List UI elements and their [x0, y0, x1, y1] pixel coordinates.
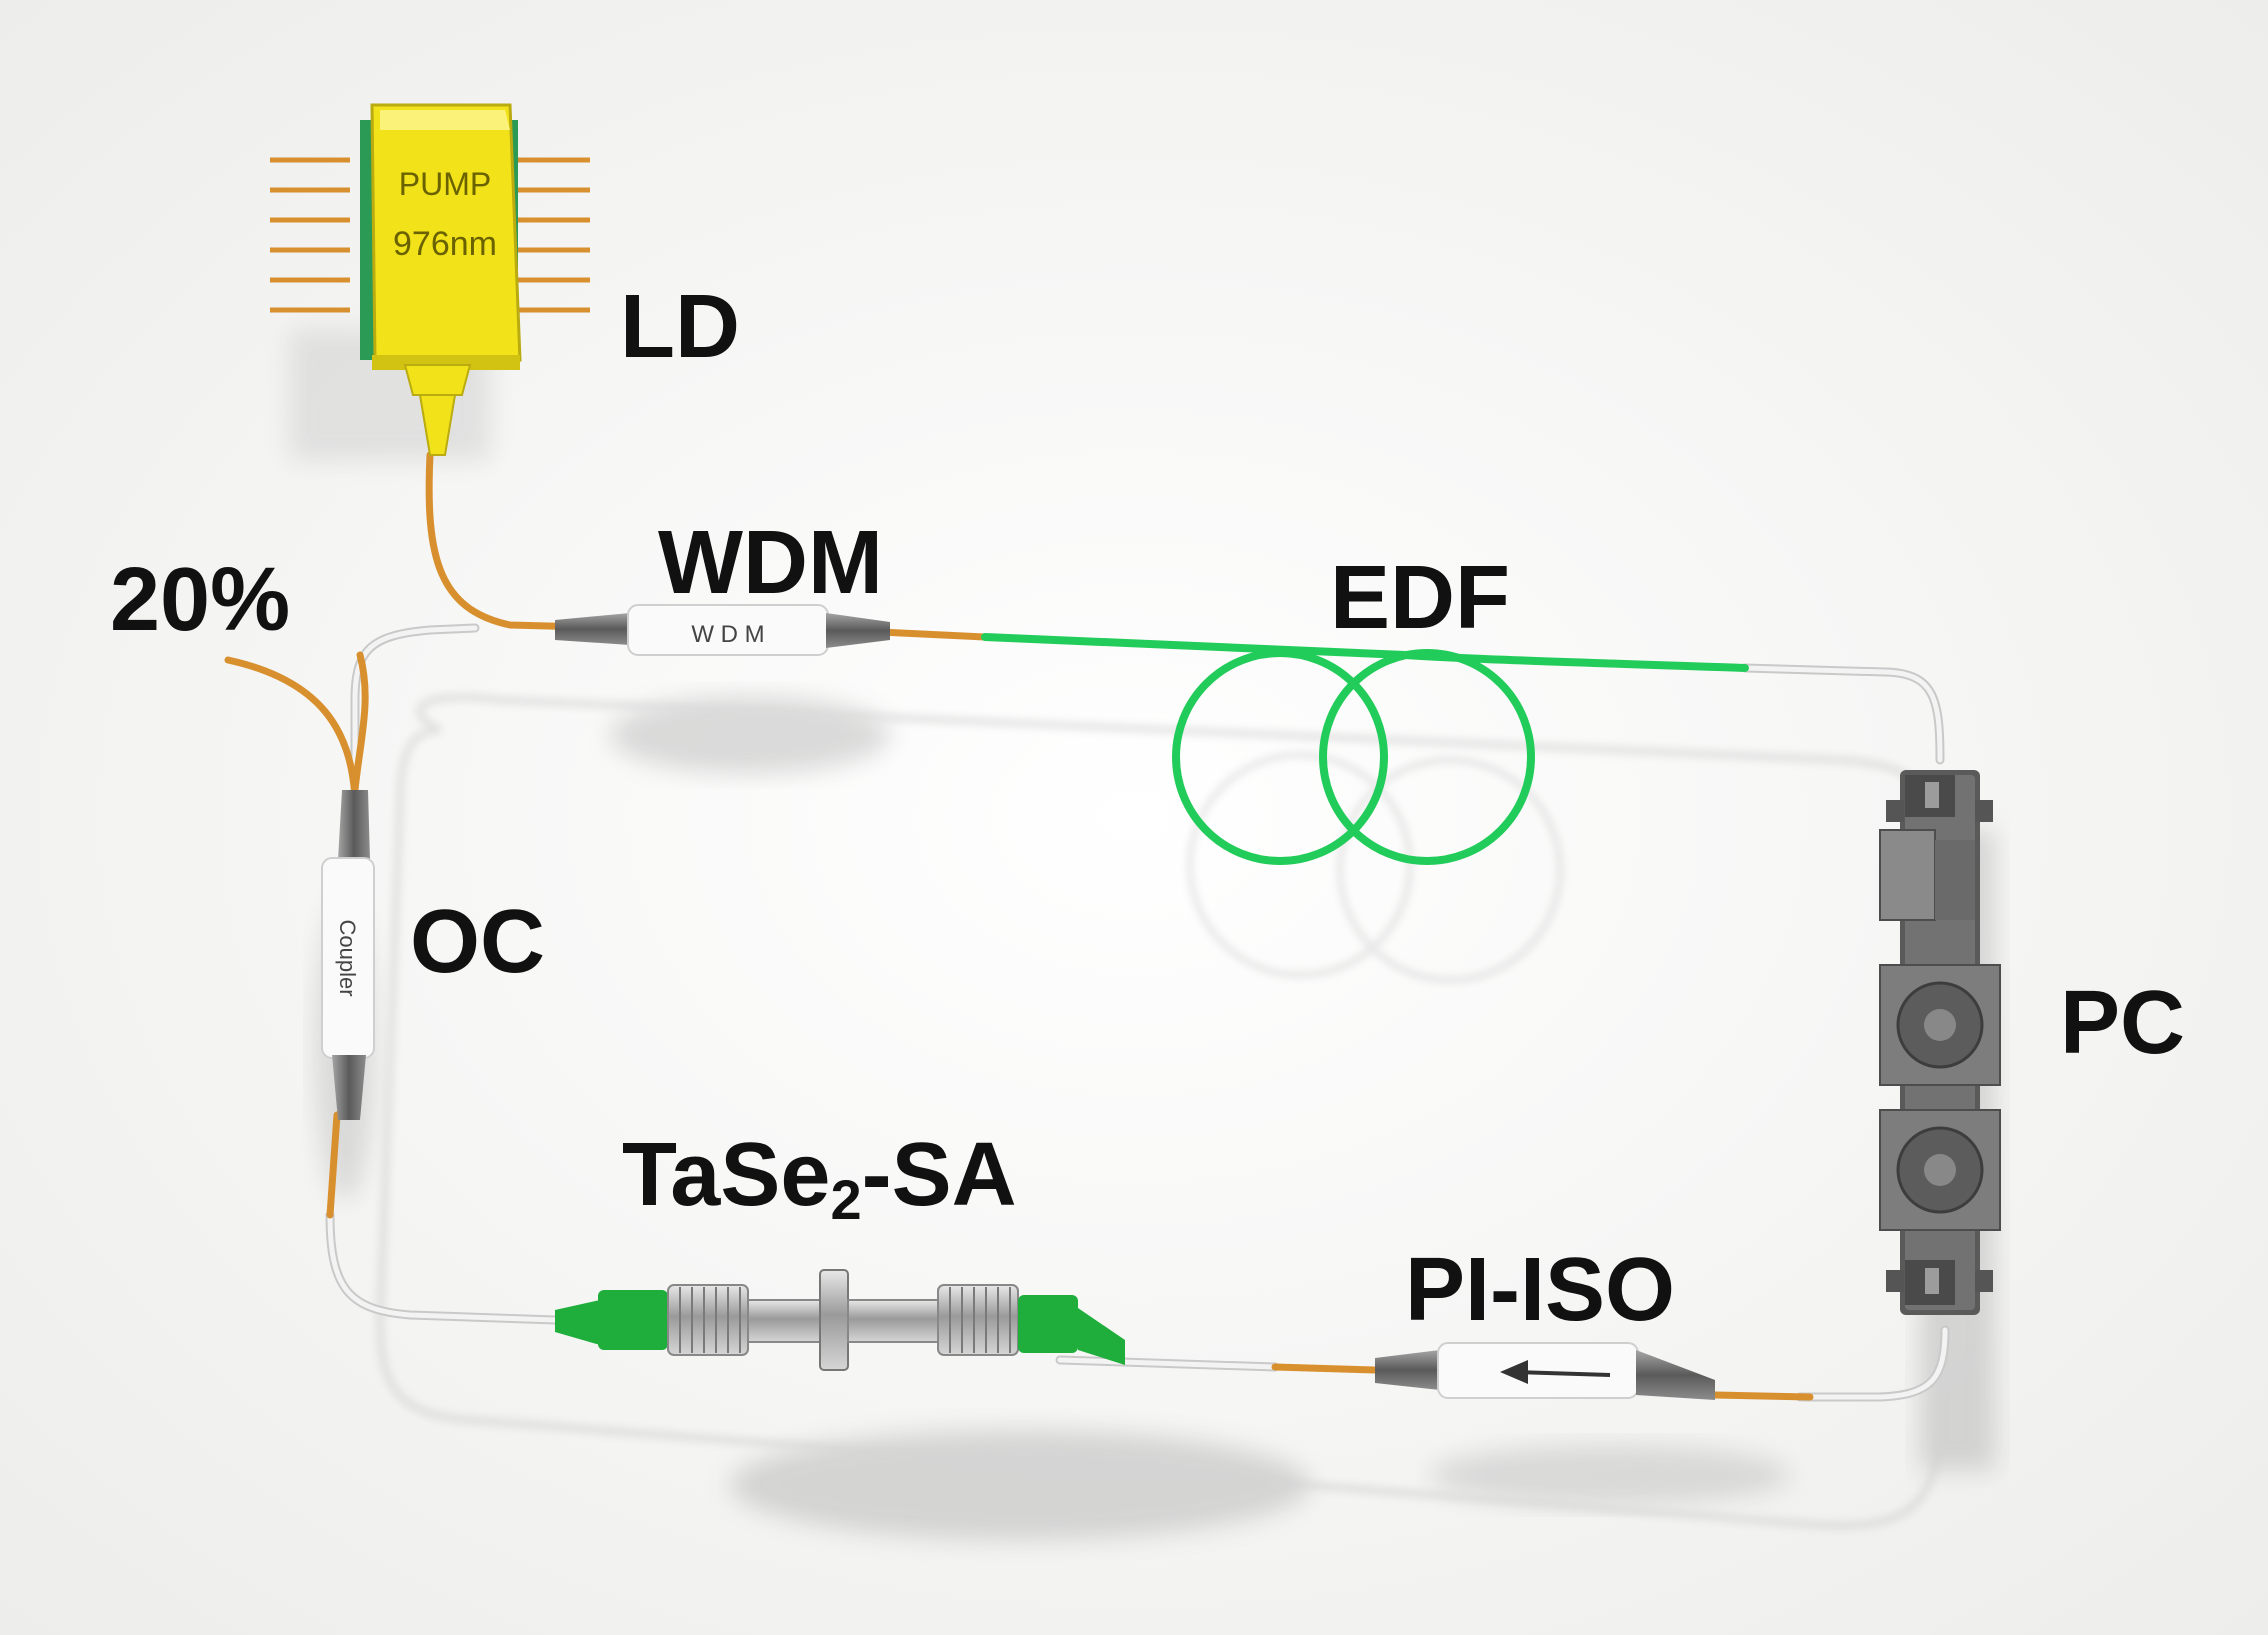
edf-fiber — [981, 633, 1749, 865]
output-coupler: Coupler — [321, 790, 375, 1120]
fiber-ring — [325, 623, 1950, 1402]
pump-text-line1: PUMP — [399, 166, 491, 202]
label-tase2-sa: TaSe2-SA — [622, 1130, 1017, 1228]
saturable-absorber-connector — [555, 1269, 1125, 1371]
isolator-component — [1375, 1342, 1715, 1400]
label-edf: EDF — [1330, 548, 1510, 648]
pump-laser-diode: PUMP 976nm — [270, 103, 590, 456]
label-pi-iso: PI-ISO — [1405, 1240, 1676, 1340]
label-sa-subscript: 2 — [830, 1168, 862, 1231]
coupler-body-text: Coupler — [335, 919, 360, 996]
left-arrow-icon — [1500, 1360, 1528, 1384]
polarization-controller — [1879, 770, 2001, 1315]
fiber-orange-segments — [224, 451, 1814, 1401]
label-ld: LD — [620, 277, 740, 377]
label-sa-prefix: TaSe — [622, 1125, 831, 1225]
label-wdm: WDM — [658, 513, 883, 613]
wdm-body-text: W D M — [691, 621, 764, 648]
wdm-component: W D M — [555, 604, 890, 656]
label-20-percent: 20% — [110, 550, 291, 650]
pump-pins — [270, 157, 590, 313]
isolator-arrow-icon — [1514, 1370, 1611, 1377]
pump-text-line2: 976nm — [393, 225, 497, 263]
label-sa-suffix: -SA — [861, 1125, 1017, 1225]
label-pc: PC — [2060, 973, 2186, 1073]
label-oc: OC — [410, 892, 545, 992]
